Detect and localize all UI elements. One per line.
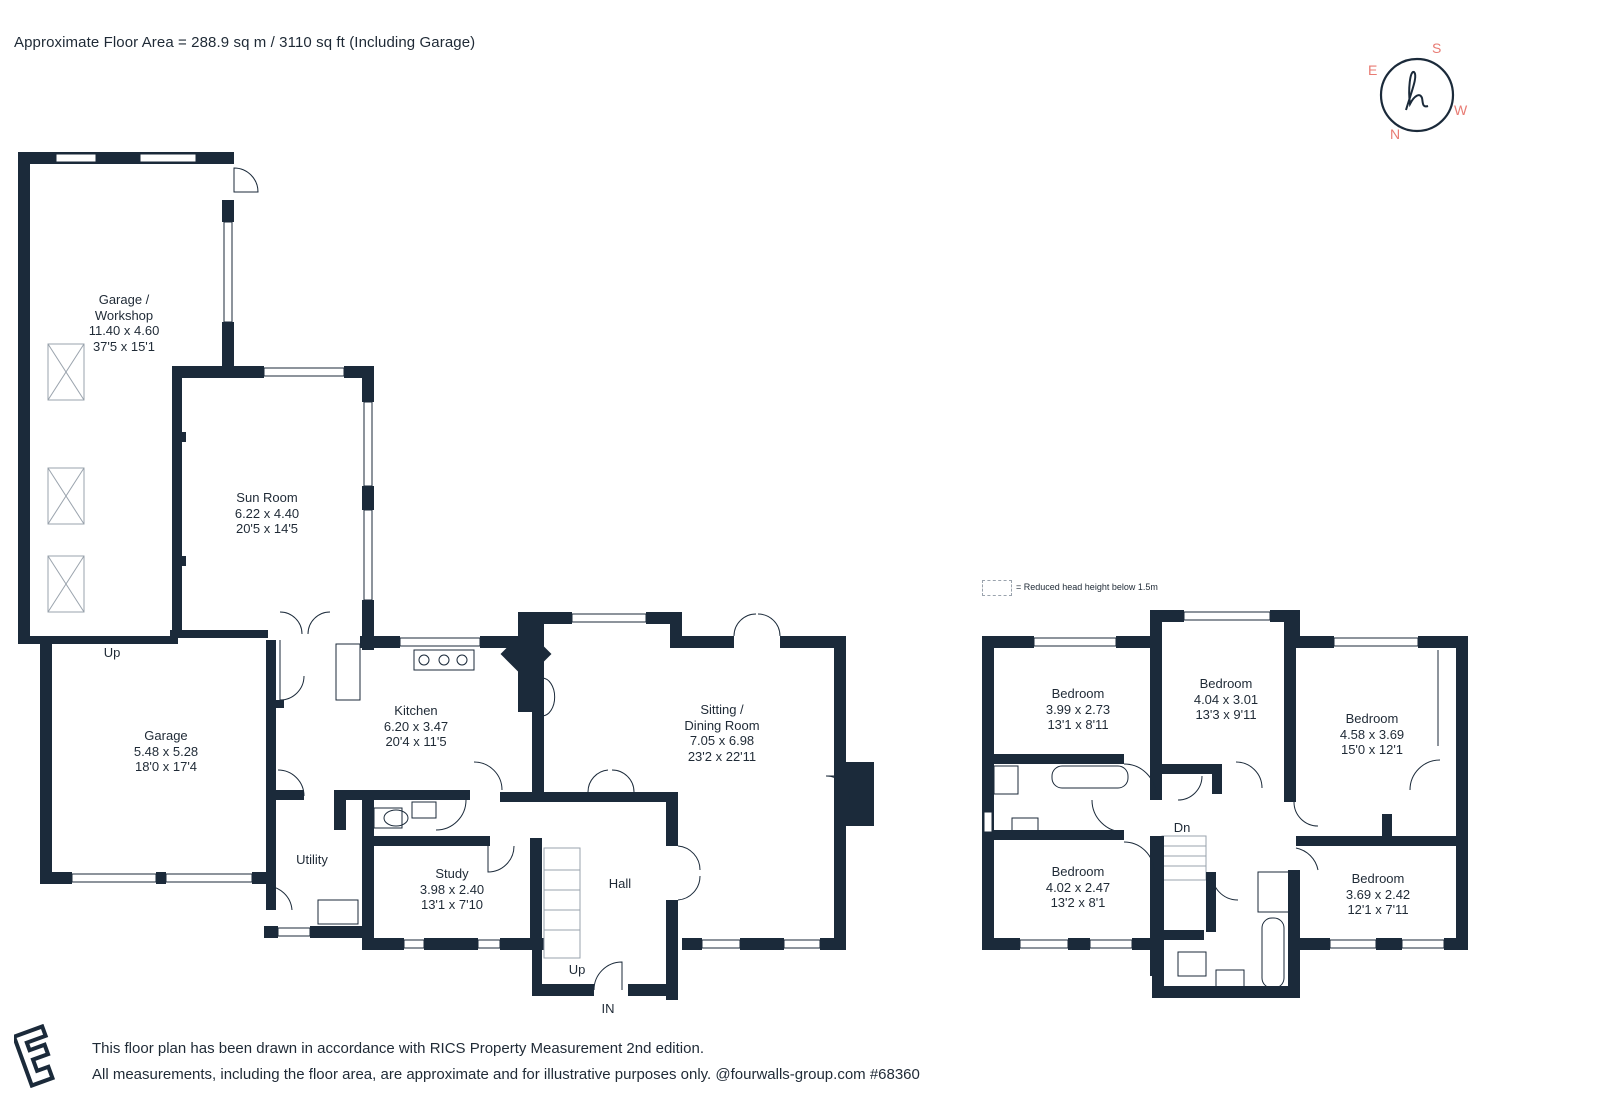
room-utility: Utility bbox=[296, 852, 328, 868]
room-bedroom-5: Bedroom 3.69 x 2.42 12'1 x 7'11 bbox=[1346, 871, 1410, 918]
room-kitchen: Kitchen 6.20 x 3.47 20'4 x 11'5 bbox=[384, 703, 448, 750]
room-metric: 4.58 x 3.69 bbox=[1339, 726, 1405, 742]
room-name: Garage bbox=[144, 728, 188, 743]
room-garage-workshop: Garage / Workshop 11.40 x 4.60 37'5 x 15… bbox=[89, 292, 160, 354]
room-name: Sun Room bbox=[236, 490, 298, 505]
floor-area-caption: Approximate Floor Area = 288.9 sq m / 31… bbox=[14, 34, 476, 51]
room-name: Bedroom bbox=[1345, 711, 1399, 726]
room-bedroom-2: Bedroom 4.04 x 3.01 13'3 x 9'11 bbox=[1194, 676, 1258, 723]
legend-swatch bbox=[982, 580, 1012, 596]
compass-ring-icon bbox=[1379, 57, 1455, 133]
room-name: Workshop bbox=[94, 307, 154, 323]
room-metric: 4.04 x 3.01 bbox=[1193, 691, 1259, 707]
ground-floor-walls bbox=[18, 152, 874, 1000]
room-imperial: 15'0 x 12'1 bbox=[1340, 742, 1404, 757]
fixtures bbox=[317, 643, 1297, 991]
door-swings bbox=[233, 167, 781, 991]
legend-text: = Reduced head height below 1.5m bbox=[1016, 582, 1158, 592]
room-study: Study 3.98 x 2.40 13'1 x 7'10 bbox=[420, 866, 484, 913]
room-imperial: 18'0 x 17'4 bbox=[134, 759, 198, 774]
room-metric: 6.22 x 4.40 bbox=[234, 505, 300, 521]
room-bedroom-1: Bedroom 3.99 x 2.73 13'1 x 8'11 bbox=[1046, 686, 1110, 733]
stairs bbox=[543, 835, 1207, 959]
room-garage: Garage 5.48 x 5.28 18'0 x 17'4 bbox=[134, 728, 198, 775]
room-name: Study bbox=[435, 866, 469, 881]
room-sitting-dining: Sitting / Dining Room 7.05 x 6.98 23'2 x… bbox=[684, 702, 759, 764]
fourwalls-logo-icon bbox=[11, 1023, 60, 1093]
compass-s: S bbox=[1432, 40, 1442, 56]
room-imperial: 23'2 x 22'11 bbox=[687, 748, 757, 764]
room-name: Utility bbox=[296, 852, 328, 867]
up-label-hall: Up bbox=[568, 962, 586, 977]
room-metric: 3.69 x 2.42 bbox=[1345, 886, 1411, 902]
room-bedroom-3: Bedroom 4.58 x 3.69 15'0 x 12'1 bbox=[1340, 711, 1404, 758]
room-name: Kitchen bbox=[394, 703, 438, 718]
footer-disclaimer: All measurements, including the floor ar… bbox=[92, 1066, 920, 1083]
first-floor-walls bbox=[982, 610, 1468, 998]
first-floor-doors bbox=[1091, 650, 1441, 901]
room-bedroom-4: Bedroom 4.02 x 2.47 13'2 x 8'1 bbox=[1046, 864, 1110, 911]
room-imperial: 13'3 x 9'11 bbox=[1195, 707, 1257, 722]
room-metric: 4.02 x 2.47 bbox=[1045, 879, 1111, 895]
room-name: Sitting / bbox=[700, 702, 744, 717]
first-floor-windows bbox=[983, 611, 1445, 949]
room-metric: 11.40 x 4.60 bbox=[88, 323, 160, 338]
down-label: Dn bbox=[1173, 820, 1191, 835]
entrance-label: IN bbox=[601, 1001, 615, 1016]
room-imperial: 12'1 x 7'11 bbox=[1347, 902, 1409, 917]
room-metric: 3.99 x 2.73 bbox=[1045, 701, 1111, 717]
room-imperial: 13'1 x 7'10 bbox=[420, 897, 484, 912]
room-name: Hall bbox=[608, 876, 632, 891]
room-metric: 6.20 x 3.47 bbox=[383, 718, 449, 734]
room-name: Bedroom bbox=[1351, 871, 1405, 886]
room-metric: 7.05 x 6.98 bbox=[689, 733, 755, 748]
compass-logo: E S W N bbox=[1362, 40, 1472, 150]
room-imperial: 20'4 x 11'5 bbox=[385, 734, 447, 749]
up-label-garage: Up bbox=[103, 645, 121, 660]
room-name: Garage / bbox=[98, 292, 150, 307]
room-imperial: 37'5 x 15'1 bbox=[92, 338, 156, 354]
compass-w: W bbox=[1454, 102, 1468, 118]
room-metric: 5.48 x 5.28 bbox=[133, 743, 199, 759]
room-sun-room: Sun Room 6.22 x 4.40 20'5 x 14'5 bbox=[235, 490, 299, 537]
compass-e: E bbox=[1368, 62, 1378, 78]
garage-skylights bbox=[47, 343, 85, 613]
room-hall: Hall bbox=[609, 876, 631, 892]
room-imperial: 13'2 x 8'1 bbox=[1050, 895, 1106, 910]
room-name: Dining Room bbox=[684, 717, 760, 733]
footer-rics-note: This floor plan has been drawn in accord… bbox=[92, 1040, 704, 1057]
room-name: Bedroom bbox=[1051, 686, 1105, 701]
room-name: Bedroom bbox=[1199, 676, 1253, 691]
room-imperial: 13'1 x 8'11 bbox=[1047, 717, 1109, 732]
ground-floor-windows bbox=[55, 153, 821, 949]
room-imperial: 20'5 x 14'5 bbox=[235, 521, 299, 536]
room-name: Bedroom bbox=[1051, 864, 1105, 879]
room-metric: 3.98 x 2.40 bbox=[419, 881, 485, 897]
compass-n: N bbox=[1390, 126, 1401, 142]
